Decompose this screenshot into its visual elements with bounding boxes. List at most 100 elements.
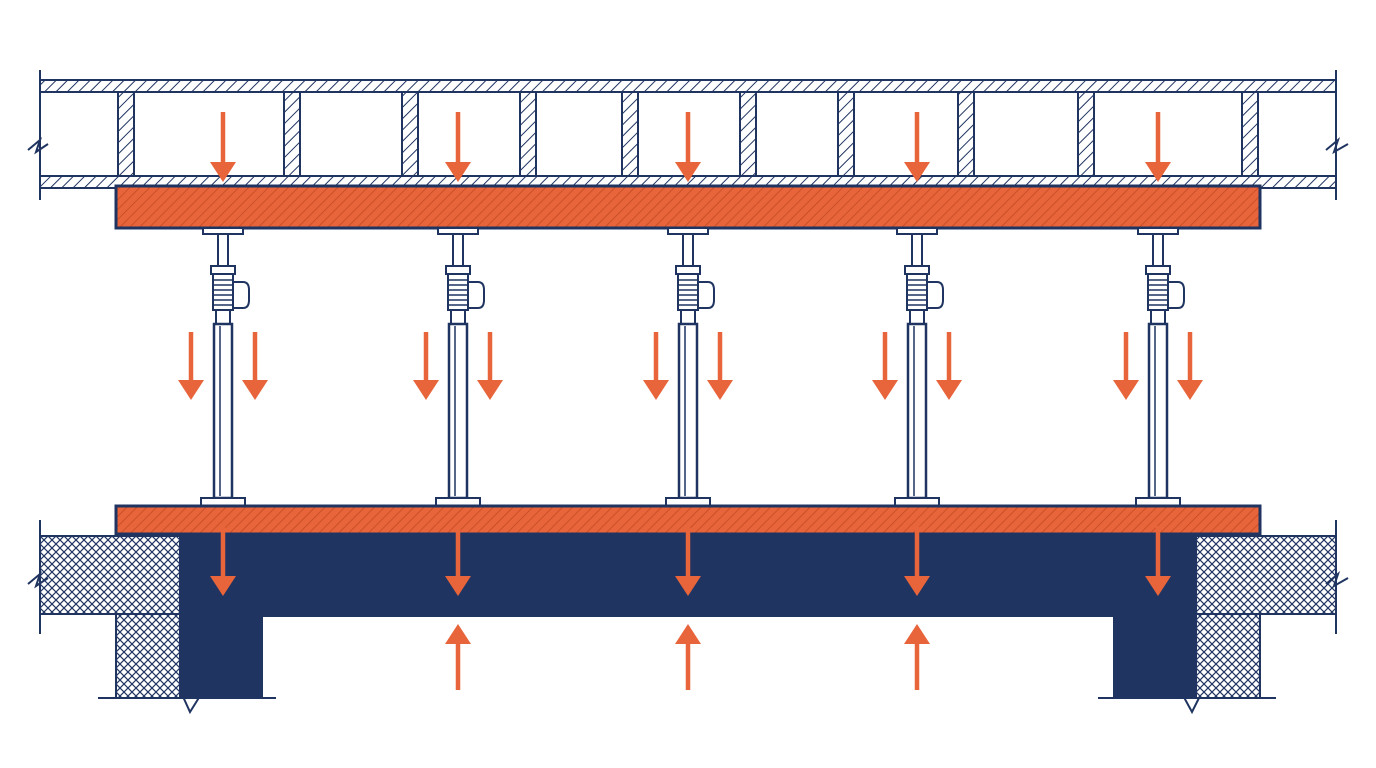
arrow-down-icon <box>707 332 733 400</box>
arrow-head <box>413 380 439 400</box>
prop-inner-tube <box>1150 309 1166 325</box>
arrow-down-icon <box>1113 332 1139 400</box>
arrow-up-icon <box>675 624 701 690</box>
arrow-down-icon <box>936 332 962 400</box>
arrow-head <box>210 576 236 596</box>
load-arrows <box>178 112 1203 690</box>
prop-screw-rod <box>682 233 694 271</box>
prop-screw-rod <box>911 233 923 271</box>
prop-collar <box>445 265 471 275</box>
arrow-head <box>178 380 204 400</box>
top-beam <box>114 184 1262 230</box>
arrow-down-icon <box>904 526 930 596</box>
arrow-head <box>707 380 733 400</box>
arrow-down-icon <box>872 332 898 400</box>
arrow-down-icon <box>477 332 503 400</box>
arrow-down-icon <box>675 526 701 596</box>
prop-outer-tube <box>1147 322 1169 500</box>
arrow-head <box>1145 576 1171 596</box>
arrow-head <box>872 380 898 400</box>
prop-inner-tube <box>450 309 466 325</box>
arrow-down-icon <box>178 332 204 400</box>
prop-collar <box>210 265 236 275</box>
prop-screw-rod <box>1152 233 1164 271</box>
arrow-head <box>210 162 236 182</box>
arrow-down-icon <box>445 112 471 182</box>
deck-web <box>519 91 537 177</box>
arrow-head <box>445 576 471 596</box>
break-line-icon <box>27 570 49 589</box>
steel-prop <box>1135 227 1185 507</box>
arrow-head <box>904 162 930 182</box>
break-line-icon <box>27 136 49 155</box>
prop-collar <box>1145 265 1171 275</box>
arrow-down-icon <box>413 332 439 400</box>
prop-handle <box>1168 281 1185 309</box>
prop-inner-tube <box>909 309 925 325</box>
prop-outer-tube <box>677 322 699 500</box>
arrow-down-icon <box>904 112 930 182</box>
prop-handle <box>468 281 485 309</box>
prop-screw-rod <box>452 233 464 271</box>
arrow-head <box>936 380 962 400</box>
deck-web <box>957 91 975 177</box>
arrow-head <box>1113 380 1139 400</box>
arrow-head <box>904 624 930 644</box>
steel-prop <box>665 227 715 507</box>
arrow-down-icon <box>1177 332 1203 400</box>
arrow-head <box>904 576 930 596</box>
break-line-icon <box>1325 570 1349 589</box>
deck-web <box>117 91 135 177</box>
arrow-head <box>675 576 701 596</box>
arrow-down-icon <box>643 332 669 400</box>
left-wall-upper <box>39 535 181 615</box>
arrow-down-icon <box>675 112 701 182</box>
arrow-up-icon <box>445 624 471 690</box>
deck-web <box>1077 91 1095 177</box>
steel-prop <box>200 227 250 507</box>
prop-collar <box>675 265 701 275</box>
arrow-head <box>1145 162 1171 182</box>
steel-prop <box>894 227 944 507</box>
arrow-head <box>477 380 503 400</box>
deck-web <box>621 91 639 177</box>
prop-screw-rod <box>217 233 229 271</box>
arrow-head <box>1177 380 1203 400</box>
deck-web <box>1241 91 1259 177</box>
arrow-down-icon <box>1145 526 1171 596</box>
right-wall-upper <box>1195 535 1337 615</box>
prop-outer-tube <box>447 322 469 500</box>
arrow-head <box>643 380 669 400</box>
right-wall-lower <box>1195 613 1261 699</box>
arrow-down-icon <box>242 332 268 400</box>
left-wall-lower <box>115 613 181 699</box>
arrow-down-icon <box>445 526 471 596</box>
deck-web <box>837 91 855 177</box>
prop-collar <box>904 265 930 275</box>
break-line-icon <box>1325 136 1349 155</box>
deck-top-chord <box>39 79 1337 93</box>
prop-inner-tube <box>215 309 231 325</box>
prop-handle <box>233 281 250 309</box>
arrow-head <box>445 624 471 644</box>
arrow-head <box>675 624 701 644</box>
arrow-head <box>445 162 471 182</box>
prop-outer-tube <box>906 322 928 500</box>
arrow-down-icon <box>210 112 236 182</box>
prop-handle <box>927 281 944 309</box>
deck-web <box>739 91 757 177</box>
deck-web <box>283 91 301 177</box>
prop-inner-tube <box>680 309 696 325</box>
deck-webs <box>117 91 1259 177</box>
adjustable-steel-props <box>200 227 1185 507</box>
arrow-head <box>242 380 268 400</box>
steel-prop <box>435 227 485 507</box>
deck-web <box>401 91 419 177</box>
arrow-down-icon <box>210 526 236 596</box>
prop-outer-tube <box>212 322 234 500</box>
arrow-up-icon <box>904 624 930 690</box>
arrow-head <box>675 162 701 182</box>
prop-handle <box>698 281 715 309</box>
